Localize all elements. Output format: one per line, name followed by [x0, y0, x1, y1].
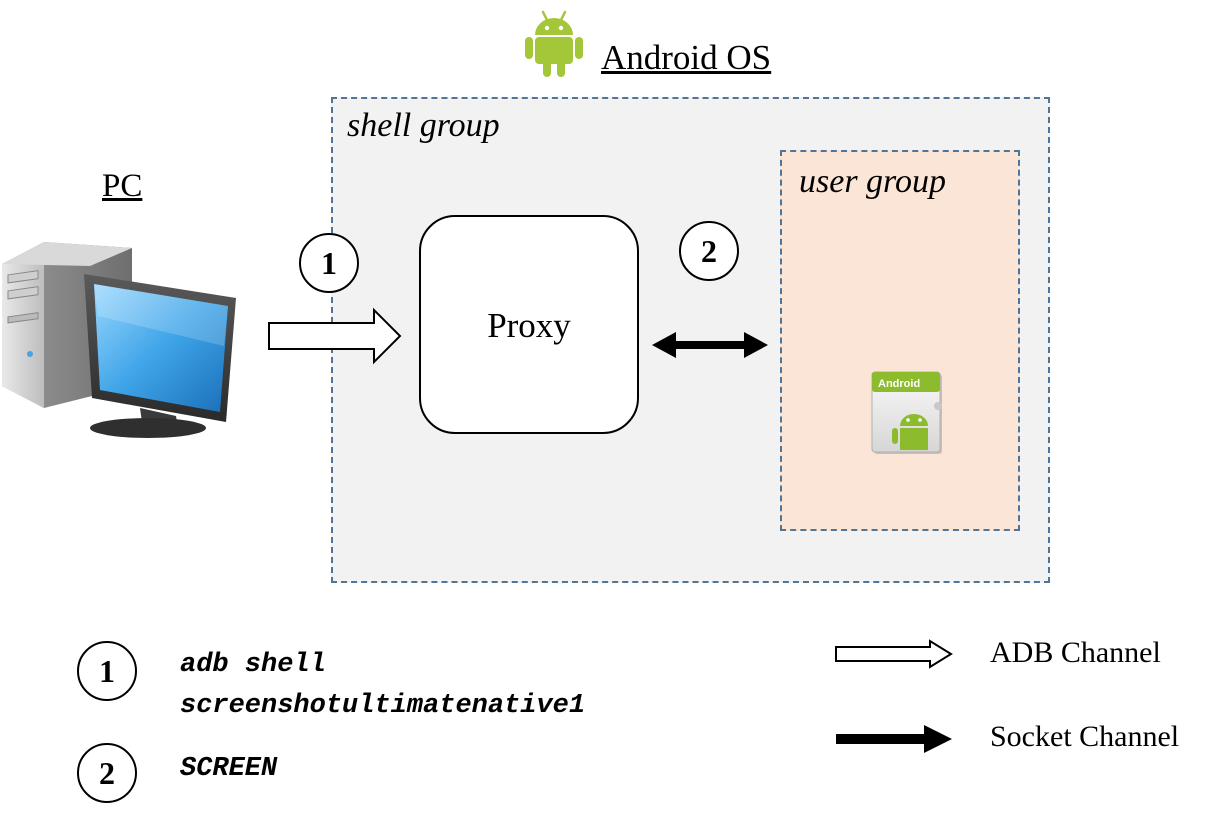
- legend-step-2-badge: 2: [77, 743, 137, 803]
- step-1-command-line1: adb shell: [180, 650, 326, 680]
- android-robot-icon: [525, 10, 583, 77]
- shell-group-label: shell group: [347, 107, 500, 144]
- user-group-box: [780, 150, 1020, 531]
- proxy-box: [419, 215, 639, 434]
- step-2-badge: 2: [679, 221, 739, 281]
- legend-adb-arrow-icon: [835, 639, 953, 669]
- legend-step-1-badge: 1: [77, 641, 137, 701]
- user-group-label: user group: [799, 163, 947, 200]
- android-app-icon-text: Android: [878, 378, 920, 390]
- android-app-icon: Android: [871, 371, 942, 454]
- desktop-computer-icon: [2, 242, 236, 438]
- pc-label: PC: [102, 168, 143, 204]
- step-1-command-line2: screenshotultimatenative1: [180, 691, 586, 721]
- adb-channel-arrow: [268, 307, 402, 365]
- socket-channel-double-arrow: [652, 332, 768, 358]
- step-1-badge: 1: [299, 233, 359, 293]
- legend-socket-arrow-icon: [836, 725, 952, 753]
- legend-socket-label: Socket Channel: [990, 720, 1180, 753]
- legend-adb-label: ADB Channel: [990, 636, 1161, 669]
- proxy-label: Proxy: [487, 306, 571, 345]
- step-2-command: SCREEN: [180, 754, 278, 784]
- android-os-title: Android OS: [601, 38, 772, 77]
